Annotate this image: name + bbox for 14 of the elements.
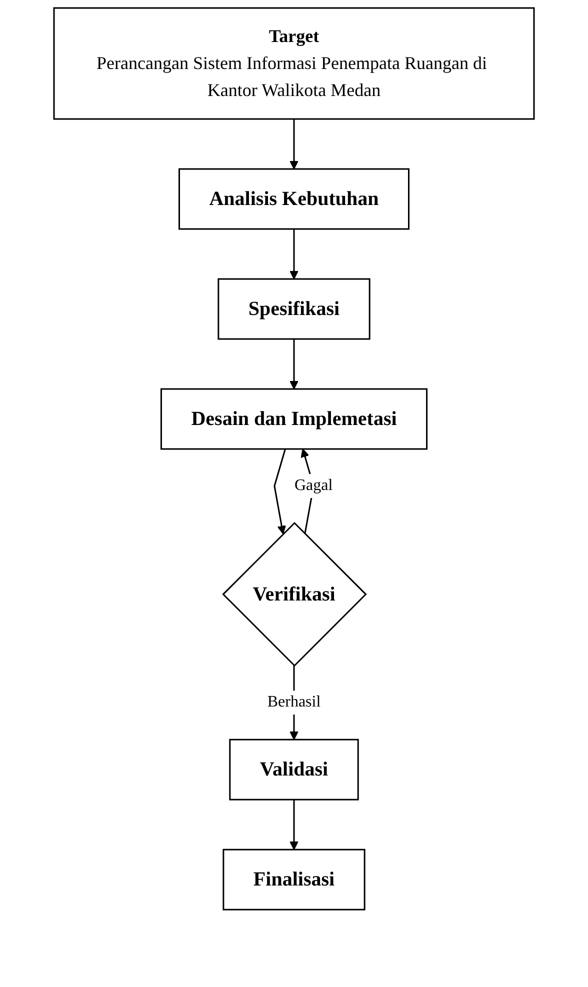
edge-label: Gagal bbox=[294, 477, 333, 494]
edge-label: Berhasil bbox=[267, 694, 321, 711]
node-box: Target Perancangan Sistem Informasi Penempata Ruangan di Kantor Walikota Medan bbox=[53, 7, 535, 120]
node-box: Spesifikasi bbox=[218, 278, 370, 340]
arrow bbox=[290, 119, 298, 170]
arrow bbox=[290, 229, 298, 280]
arrow bbox=[290, 800, 298, 850]
node-box: Analisis Kebutuhan bbox=[178, 168, 410, 230]
arrow bbox=[290, 339, 298, 390]
node-box: Finalisasi bbox=[222, 848, 366, 910]
node-box: Desain dan Implemetasi bbox=[160, 388, 428, 450]
node-box: Validasi bbox=[229, 738, 359, 800]
arrow bbox=[274, 448, 286, 534]
node-diamond: Verifikasi bbox=[222, 522, 367, 667]
